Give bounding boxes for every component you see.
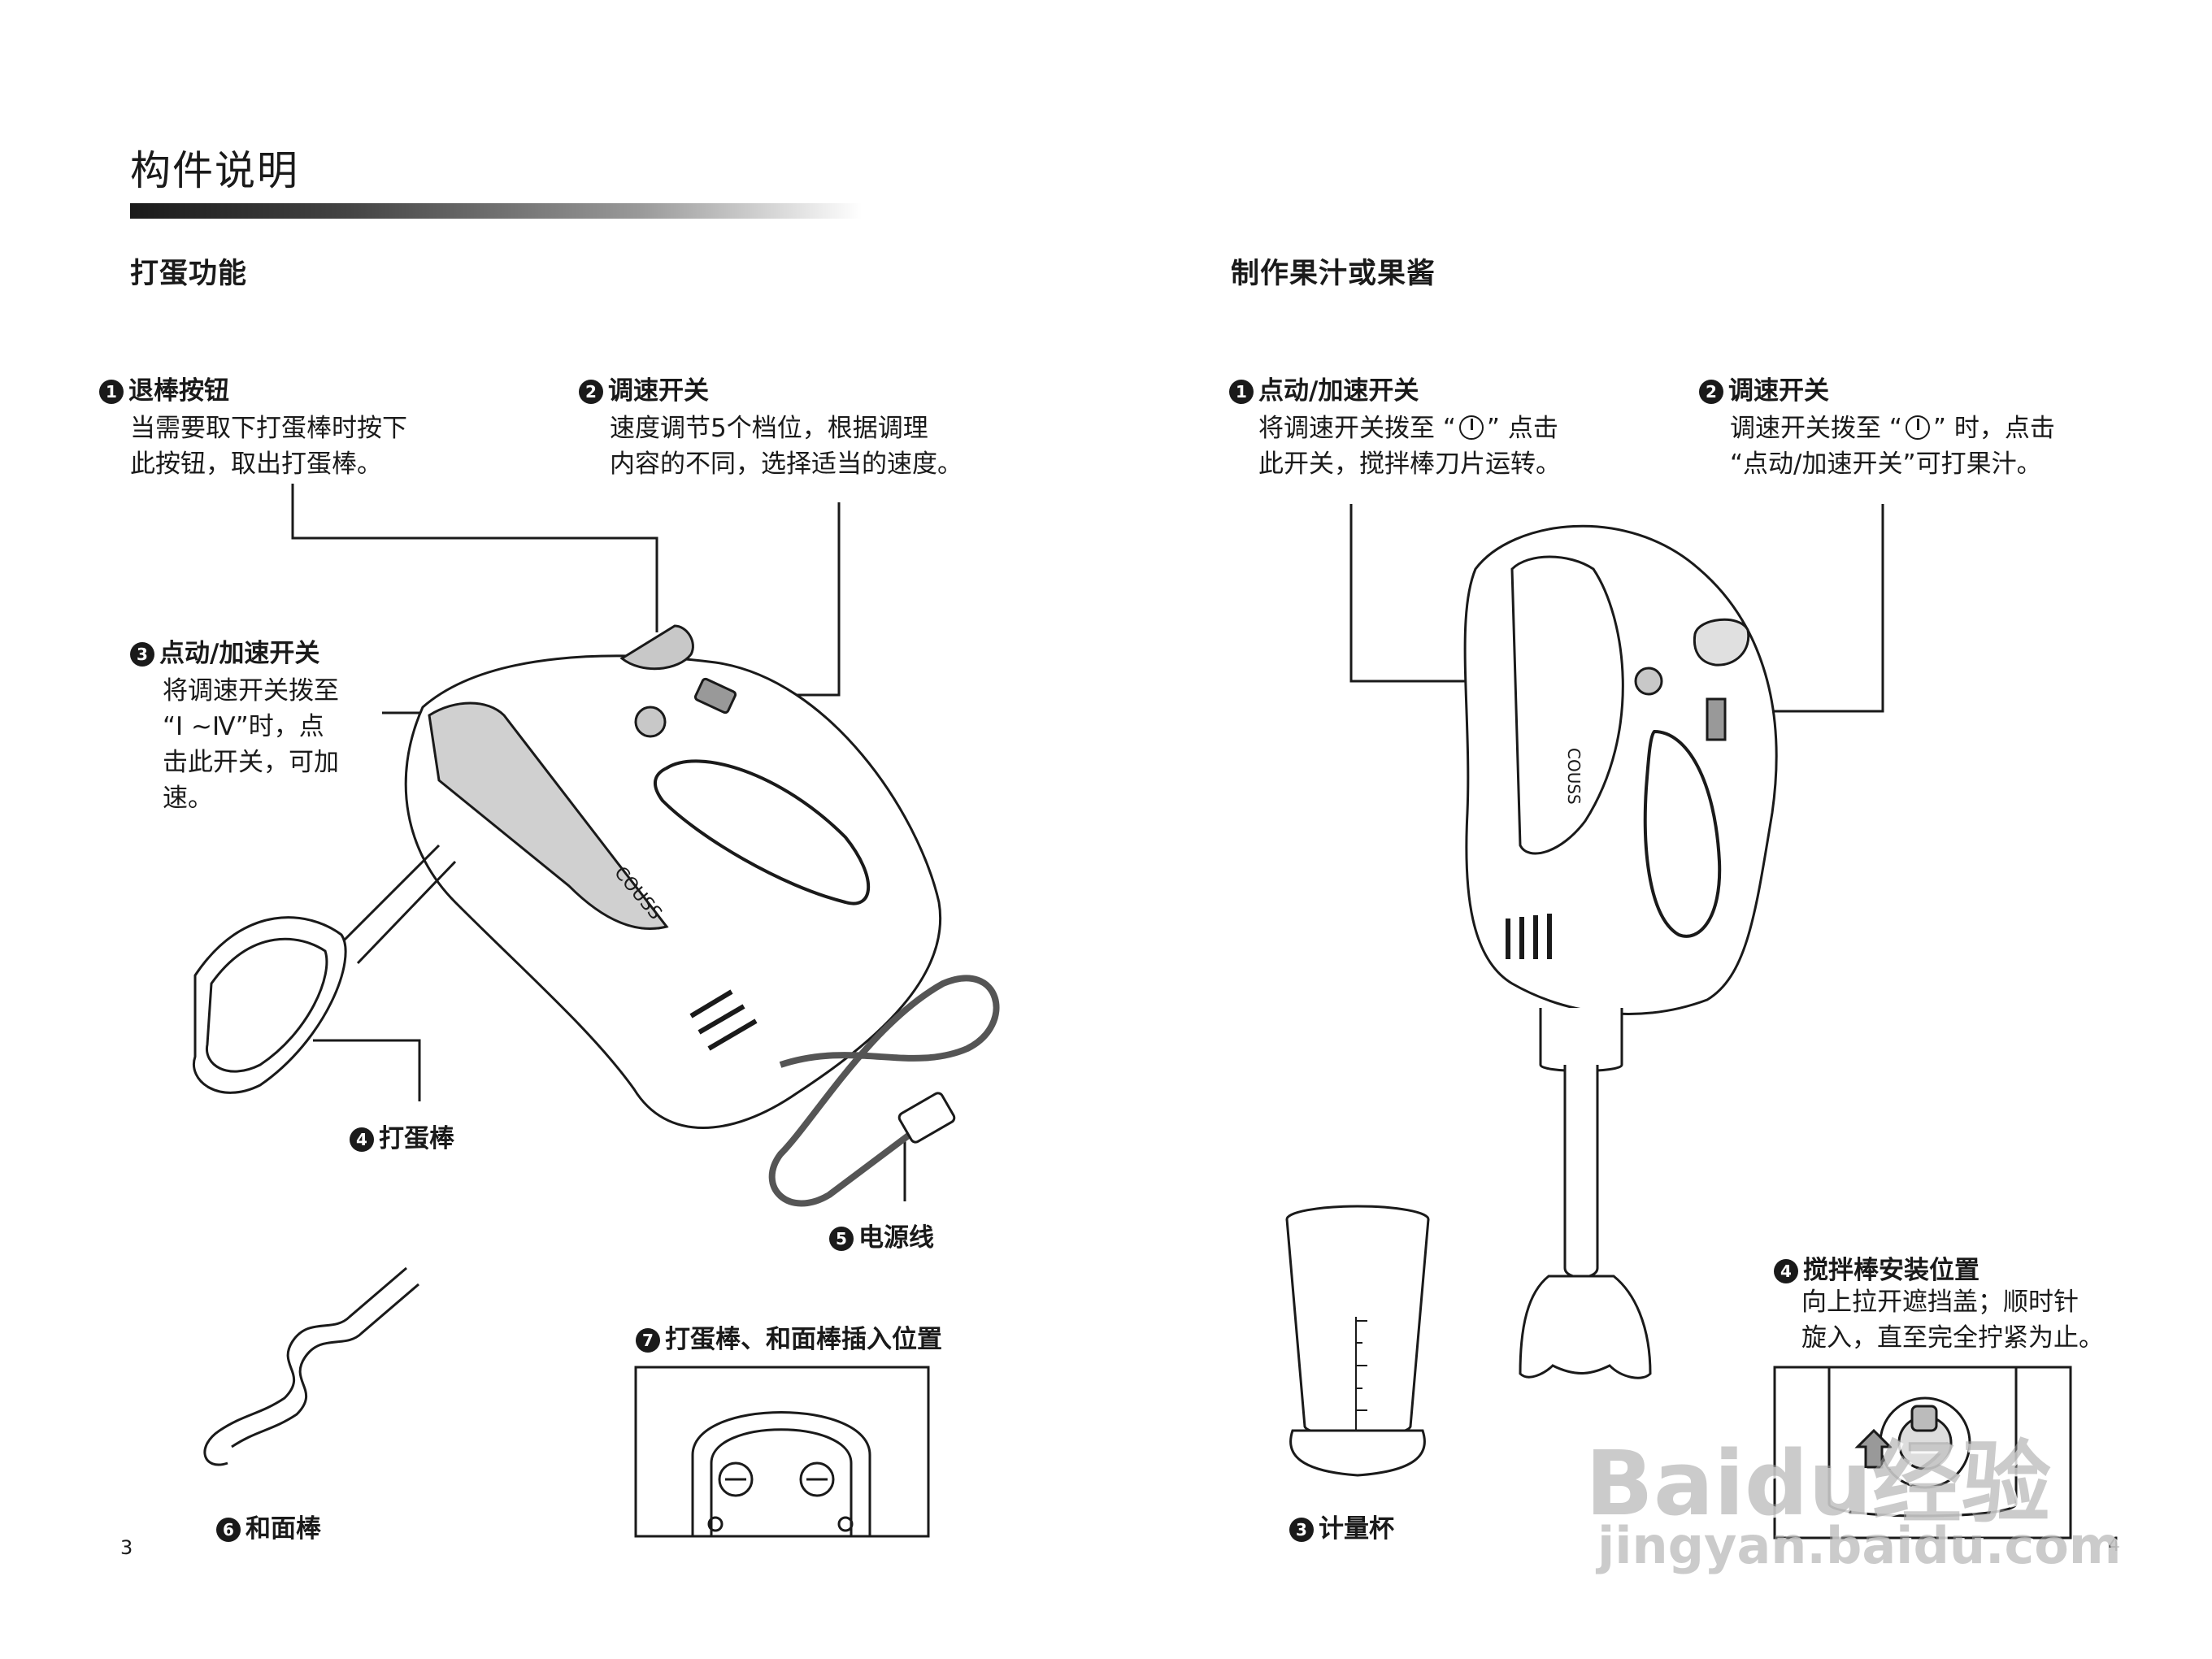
leader-line-speed-right [1740, 504, 1884, 713]
callout-description: 调速开关拨至 “” 时，点击 “点动/加速开关”可打果汁。 [1730, 414, 2055, 479]
watermark-logo: Baidu经验 [1585, 1431, 2051, 1535]
callout-description: 将调速开关拨至 “Ⅰ ~Ⅳ”时，点 击此开关，可加 速。 [163, 676, 339, 813]
page-number-left: 3 [120, 1536, 133, 1559]
numbered-circle-icon: 1 [99, 380, 124, 404]
callout-description: 将调速开关拨至 “” 点击 此开关，搅拌棒刀片运转。 [1258, 414, 1561, 479]
measuring-cup-illustration [1285, 1205, 1430, 1477]
numbered-circle-icon: 2 [579, 380, 603, 404]
leader-line-eject [291, 484, 658, 632]
page-title: 构件说明 [130, 147, 299, 194]
brand-mark: COUSS [1564, 748, 1584, 805]
numbered-circle-icon: 4 [350, 1127, 374, 1152]
pulse-switch-icon [1458, 415, 1484, 440]
callout-label: 搅拌棒安装位置 [1803, 1256, 1980, 1285]
leader-line-speed [732, 502, 841, 697]
section-heading-whisk: 打蛋功能 [130, 258, 248, 290]
callout-label: 和面棒 [246, 1514, 321, 1544]
numbered-circle-icon: 7 [636, 1328, 660, 1353]
callout-label: 电源线 [858, 1223, 934, 1253]
page-number-right: 4 [2108, 1533, 2121, 1556]
hand-blender-illustration: COUSS [1463, 524, 1778, 1379]
numbered-circle-icon: 6 [216, 1518, 241, 1542]
dough-hooks-illustration [203, 1266, 419, 1466]
numbered-circle-icon: 3 [130, 642, 154, 667]
numbered-circle-icon: 5 [829, 1227, 854, 1251]
section-heading-juice: 制作果汁或果酱 [1231, 258, 1436, 290]
callout-label: 点动/加速开关 [159, 639, 320, 668]
callout-description: 速度调节5个档位，根据调理 内容的不同，选择适当的速度。 [610, 414, 963, 479]
hand-mixer-illustration: COUSS [193, 624, 1000, 1207]
numbered-circle-icon: 2 [1699, 380, 1723, 404]
pulse-switch-icon [1905, 415, 1930, 440]
numbered-circle-icon: 4 [1774, 1259, 1798, 1283]
numbered-circle-icon: 1 [1229, 380, 1254, 404]
callout-label: 调速开关 [1728, 376, 1829, 406]
insert-position-inset [634, 1366, 930, 1538]
callout-description: 向上拉开遮挡盖；顺时针 旋入，直至完全拧紧为止。 [1801, 1288, 2104, 1353]
blender-mount-inset [1773, 1366, 2072, 1540]
leader-line-beaters [313, 1039, 421, 1101]
callout-label: 打蛋棒、和面棒插入位置 [665, 1325, 942, 1354]
callout-label: 点动/加速开关 [1258, 376, 1419, 406]
callout-label: 退棒按钮 [128, 376, 229, 406]
callout-description: 当需要取下打蛋棒时按下 此按钮，取出打蛋棒。 [130, 414, 407, 479]
watermark-url: jingyan.baidu.com [1597, 1516, 2122, 1575]
numbered-circle-icon: 3 [1289, 1518, 1314, 1542]
title-gradient-bar [130, 203, 862, 219]
callout-label: 调速开关 [608, 376, 709, 406]
callout-label: 计量杯 [1319, 1514, 1394, 1544]
callout-label: 打蛋棒 [379, 1124, 454, 1153]
